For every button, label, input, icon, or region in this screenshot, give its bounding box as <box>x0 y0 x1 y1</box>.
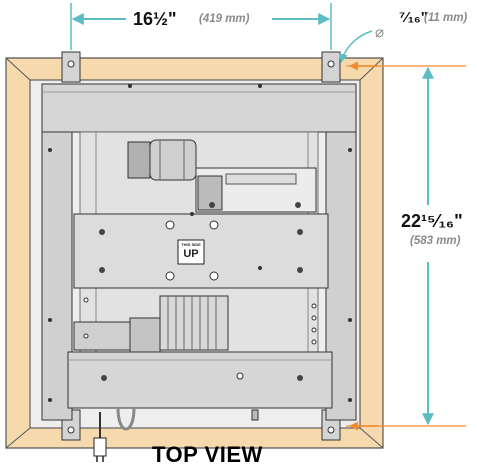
width-dimension-metric: (419 mm) <box>199 13 250 25</box>
top-beam <box>41 83 357 133</box>
width-dimension <box>70 3 332 50</box>
this-side-label: THIS SIDE <box>181 242 201 247</box>
left-rail <box>41 129 73 421</box>
motor <box>127 139 197 181</box>
bottom-beam <box>67 351 333 409</box>
mounting-tab-top-left <box>61 51 81 83</box>
hole-diameter-metric: (11 mm) <box>424 12 468 24</box>
up-label: UP <box>183 248 199 260</box>
hole-diameter-symbol: ⌀ <box>375 24 385 41</box>
this-side-up-label <box>177 239 205 265</box>
height-dimension-metric: (583 mm) <box>410 235 461 247</box>
view-title: TOP VIEW <box>152 442 263 467</box>
hole-diameter-value: ⁷⁄₁₆" <box>399 9 428 26</box>
hole-leader <box>338 30 378 431</box>
height-dimension-value: 22¹⁵⁄₁₆" <box>401 211 463 231</box>
power-cord <box>93 407 259 462</box>
side-holes <box>83 297 317 345</box>
mounting-tab-top-right <box>321 51 341 83</box>
heatsink <box>159 295 229 351</box>
control-board <box>195 167 317 213</box>
width-dimension-value: 16½" <box>133 9 177 29</box>
